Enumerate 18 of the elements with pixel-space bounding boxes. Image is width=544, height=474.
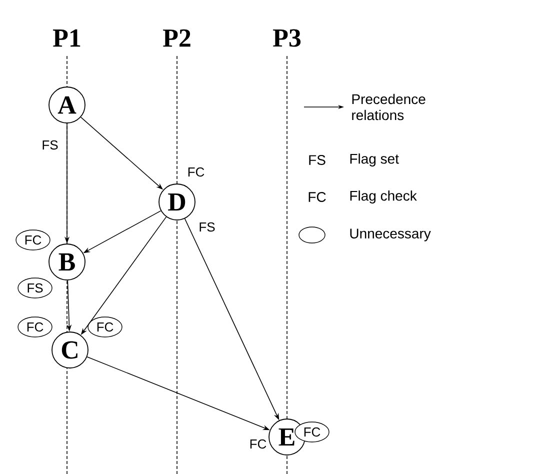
process-heading: P3 bbox=[273, 29, 301, 47]
flag-label: FS bbox=[42, 140, 58, 150]
process-heading: P1 bbox=[53, 29, 80, 47]
flag-label: FC bbox=[250, 439, 266, 449]
unnecessary-flag: FC bbox=[16, 230, 50, 250]
legend-key: FC bbox=[308, 192, 326, 202]
flag-label: FC bbox=[188, 167, 204, 177]
unnecessary-flag: FS bbox=[18, 278, 52, 298]
legend-text: Precedence relations bbox=[352, 94, 426, 120]
legend-text: Flag check bbox=[350, 190, 417, 204]
legend-key: FS bbox=[309, 155, 326, 165]
legend-text: Unnecessary bbox=[350, 228, 431, 242]
unnecessary-flag: FC bbox=[294, 422, 330, 442]
unnecessary-flag: FC bbox=[18, 316, 52, 338]
unnecessary-flag: FC bbox=[88, 316, 122, 338]
legend-text: Flag set bbox=[350, 153, 399, 167]
flag-label: FS bbox=[200, 222, 215, 232]
process-heading: P2 bbox=[163, 29, 190, 47]
